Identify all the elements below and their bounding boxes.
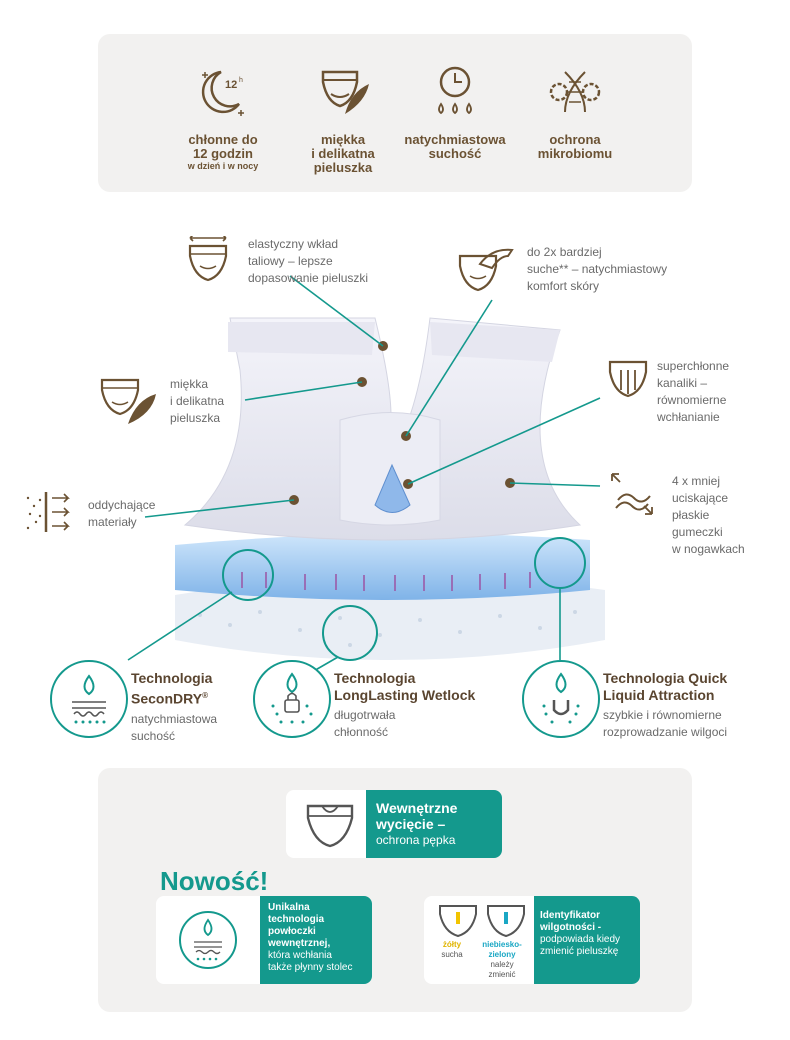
indicator-yellow-label: żółty bbox=[442, 940, 462, 949]
tech-wetlock-badge bbox=[253, 660, 331, 738]
feature-soft: miękka i delikatna pieluszka bbox=[278, 64, 408, 175]
features-panel: 12 h chłonne do 12 godzin w dzień i w no… bbox=[98, 34, 692, 192]
tech-quick-liquid: Technologia Quick Liquid Attraction szyb… bbox=[603, 670, 727, 741]
callout-waist: elastyczny wkład taliowy – lepsze dopaso… bbox=[248, 237, 369, 285]
flow-arrows bbox=[241, 572, 531, 591]
indicator-card: żółty sucha niebiesko- zielony należy zm… bbox=[424, 896, 640, 984]
channels-icon bbox=[608, 360, 648, 398]
feature-dryness: natychmiastowa suchość bbox=[390, 64, 520, 161]
indicator-dry: żółty sucha bbox=[432, 940, 472, 960]
indicator-green-sub: należy zmienić bbox=[488, 960, 516, 979]
diaper-feather-icon bbox=[321, 70, 369, 114]
diaper-feather-icon bbox=[100, 378, 156, 424]
feature-title: ochrona mikrobiomu bbox=[537, 132, 613, 161]
callout-soft: miękka i delikatna pieluszka bbox=[170, 377, 225, 425]
bottom-panel: Wewnętrzne wycięcie – ochrona pępka Nowo… bbox=[98, 768, 692, 1012]
dna-gears-icon bbox=[549, 71, 601, 113]
new-label: Nowość! bbox=[160, 866, 269, 896]
cutout-subtitle: ochrona pępka bbox=[376, 833, 456, 847]
tech-title: Technologia LongLasting Wetlock bbox=[334, 670, 476, 703]
callout-lines bbox=[144, 275, 601, 518]
coating-title: Unikalna technologia powłoczki wewnętrzn… bbox=[268, 902, 331, 949]
moon-12h-icon: 12 h bbox=[201, 70, 244, 116]
drop-lock-icon bbox=[271, 672, 313, 724]
tech-desc: natychmiastowa suchość bbox=[131, 711, 218, 743]
cutout-card: Wewnętrzne wycięcie – ochrona pępka bbox=[286, 790, 502, 858]
feature-subtitle: w dzień i w nocy bbox=[187, 161, 259, 171]
breathable-icon bbox=[26, 492, 70, 532]
flat-elastic-icon bbox=[611, 473, 653, 515]
callout-breathable: oddychające materiały bbox=[88, 498, 156, 529]
coating-text: Unikalna technologia powłoczki wewnętrzn… bbox=[260, 896, 372, 984]
diaper-cutout-icon bbox=[306, 804, 354, 848]
indicator-yellow-sub: sucha bbox=[441, 950, 463, 959]
indicator-wet: niebiesko- zielony należy zmienić bbox=[474, 940, 530, 980]
coating-desc: która wchłania także płynny stolec bbox=[268, 950, 353, 973]
tech-seconddry: Technologia SeconDRY® natychmiastowa suc… bbox=[131, 670, 217, 745]
core-texture bbox=[198, 610, 577, 647]
indicator-desc: podpowiada kiedy zmienić pieluszkę bbox=[540, 934, 621, 957]
cutout-text: Wewnętrzne wycięcie – ochrona pępka bbox=[366, 790, 502, 858]
drop-layers-icon bbox=[179, 911, 237, 969]
coating-card: Unikalna technologia powłoczki wewnętrzn… bbox=[156, 896, 372, 984]
tech-title: Technologia Quick Liquid Attraction bbox=[603, 670, 728, 703]
cutout-title: Wewnętrzne wycięcie – bbox=[376, 800, 458, 832]
callout-elastic: 4 x mniej uciskające płaskie gumeczki w … bbox=[672, 474, 745, 556]
tech-quick-badge bbox=[522, 660, 600, 738]
feature-title: natychmiastowa suchość bbox=[404, 132, 506, 161]
wetness-indicator-icon bbox=[439, 905, 525, 938]
tech-title: Technologia SeconDRY® bbox=[131, 670, 213, 707]
waist-elastic-icon bbox=[188, 236, 228, 282]
callout-dryer: do 2x bardziej suche** – natychmiastowy … bbox=[527, 245, 668, 293]
indicator-title: Identyfikator wilgotności - bbox=[540, 910, 602, 933]
hand-diaper-icon bbox=[458, 248, 514, 292]
feature-microbiome: ochrona mikrobiomu bbox=[510, 64, 640, 161]
indicator-text: Identyfikator wilgotności - podpowiada k… bbox=[534, 896, 640, 984]
tech-desc: szybkie i równomierne rozprowadzanie wil… bbox=[603, 708, 728, 739]
feature-absorbent: 12 h chłonne do 12 godzin w dzień i w no… bbox=[158, 64, 288, 171]
drop-layers-icon bbox=[72, 674, 106, 724]
drop-magnet-icon bbox=[542, 672, 580, 724]
tech-seconddry-badge bbox=[50, 660, 128, 738]
svg-text:12: 12 bbox=[225, 79, 237, 91]
feature-title: miękka i delikatna pieluszka bbox=[311, 132, 375, 175]
feature-title: chłonne do 12 godzin bbox=[188, 132, 258, 161]
indicator-green-label: niebiesko- zielony bbox=[482, 940, 522, 959]
tech-wetlock: Technologia LongLasting Wetlock długotrw… bbox=[334, 670, 475, 741]
callout-channels: superchłonne kanaliki – równomierne wchł… bbox=[657, 359, 730, 424]
svg-text:h: h bbox=[239, 77, 243, 84]
tech-desc: długotrwała chłonność bbox=[334, 708, 396, 739]
clock-drops-icon bbox=[438, 66, 472, 115]
